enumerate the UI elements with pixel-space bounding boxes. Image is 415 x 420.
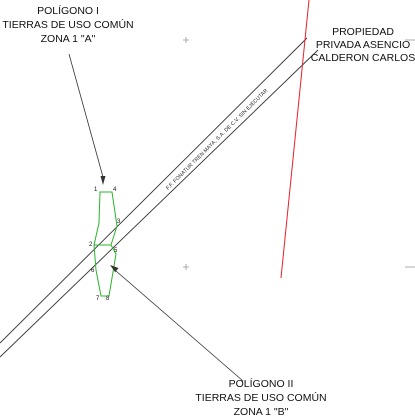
crosshair-mark-1 [183, 37, 189, 43]
road-edge-lower [0, 49, 319, 358]
property-boundary-line [280, 0, 310, 279]
leader-lines [68, 53, 244, 382]
polygon-i-shape [93, 191, 118, 246]
vertex-labels: 1 4 3 2 5 6 7 8 [89, 187, 121, 302]
polygon-ii-shape [93, 244, 117, 297]
polygon-ii-subtitle: TIERRAS DE USO COMÚN [195, 391, 326, 404]
vertex-label-5: 5 [114, 248, 118, 254]
property-title: PROPIEDAD [332, 26, 394, 38]
vertex-label-1: 1 [94, 187, 98, 193]
road-edge-upper [0, 37, 308, 344]
polygon-ii-label: POLÍGONO II TIERRAS DE USO COMÚN ZONA 1 … [195, 377, 326, 418]
polygon-i-title: POLÍGONO I [37, 4, 99, 17]
polygon-ii-zone: ZONA 1 "B" [234, 406, 289, 418]
polygon-shapes [93, 191, 118, 297]
polygon-i-subtitle: TIERRAS DE USO COMÚN [2, 18, 133, 31]
leader-line-polygon-ii [115, 270, 244, 382]
road-label: F.F. FONATUR TREN MAYA, S.A. DE C.V. SIN… [165, 88, 269, 192]
leader-arrow-polygon-i [100, 176, 106, 185]
leader-arrow-polygon-ii [110, 265, 119, 273]
vertex-label-6: 6 [91, 268, 95, 274]
vertex-label-4: 4 [113, 187, 117, 193]
crosshair-marks [183, 37, 415, 270]
property-owner-line-2: CALDERON CARLOS [311, 52, 415, 64]
property-label: PROPIEDAD PRIVADA ASENCIO CALDERON CARLO… [311, 26, 415, 64]
vertex-label-7: 7 [96, 296, 100, 302]
vertex-label-3: 3 [117, 219, 121, 225]
vertex-label-2: 2 [89, 242, 93, 248]
road-corridor [0, 37, 319, 358]
leader-line-polygon-i [68, 53, 104, 178]
polygon-ii-title: POLÍGONO II [229, 377, 294, 390]
vertex-label-8: 8 [106, 296, 110, 302]
property-owner-line-1: PRIVADA ASENCIO [316, 39, 410, 51]
polygon-i-label: POLÍGONO I TIERRAS DE USO COMÚN ZONA 1 "… [2, 4, 133, 45]
crosshair-mark-3 [183, 264, 189, 270]
polygon-i-zone: ZONA 1 "A" [41, 33, 96, 45]
